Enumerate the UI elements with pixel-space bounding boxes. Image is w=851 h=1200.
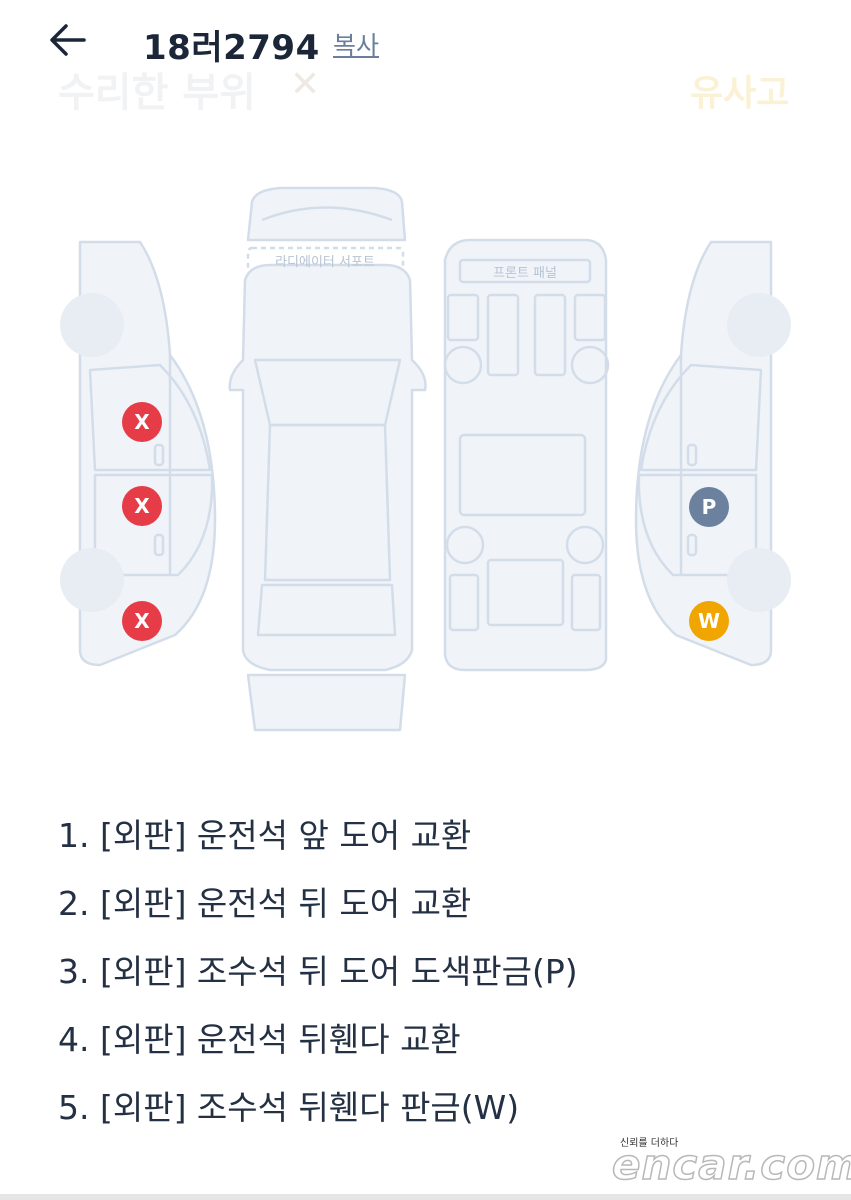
section-title: 수리한 부위 (58, 70, 256, 116)
radiator-support-label: 라디에이터 서포트 (275, 255, 375, 270)
repair-item: 1. [외판] 운전석 앞 도어 교환 (58, 816, 472, 855)
plate-number: 18러2794 (143, 28, 320, 68)
repair-item: 5. [외판] 조수석 뒤휀다 판금(W) (58, 1088, 520, 1127)
encar-logo: encar.com (611, 1139, 851, 1190)
repair-item: 2. [외판] 운전석 뒤 도어 교환 (58, 884, 472, 923)
damage-mark-driver-rear-door[interactable]: X (122, 486, 162, 526)
accident-status-label: 유사고 (690, 73, 790, 114)
header: 수리한 부위 ✕ 유사고 18러2794 복사 (0, 0, 851, 116)
repair-list: 1. [외판] 운전석 앞 도어 교환 2. [외판] 운전석 뒤 도어 교환 … (58, 812, 578, 1152)
damage-mark-passenger-rear-door[interactable]: P (689, 487, 729, 527)
arrow-left-icon (50, 24, 86, 56)
car-left-side-view (60, 240, 217, 667)
car-outline: 라디에이터 서포트 프론트 패널 (60, 186, 791, 732)
copy-button[interactable]: 복사 (333, 31, 380, 60)
front-panel-label: 프론트 패널 (493, 266, 557, 281)
car-right-side-view (634, 240, 791, 667)
damage-mark-driver-front-door[interactable]: X (122, 402, 162, 442)
repair-item: 4. [외판] 운전석 뒤휀다 교환 (58, 1020, 461, 1059)
bottom-divider (0, 1194, 851, 1200)
damage-mark-passenger-rear-fender[interactable]: W (689, 601, 729, 641)
damage-mark-driver-rear-fender[interactable]: X (122, 601, 162, 641)
car-top-view (228, 186, 427, 732)
watermark-slogan: 신뢰를 더하다 (620, 1138, 679, 1149)
car-underbody-view (443, 238, 610, 672)
back-button[interactable] (44, 18, 92, 66)
repair-item: 3. [외판] 조수석 뒤 도어 도색판금(P) (58, 952, 578, 991)
tools-icon: ✕ (290, 64, 321, 105)
car-damage-diagram: 라디에이터 서포트 프론트 패널 X X X P W (0, 180, 851, 740)
